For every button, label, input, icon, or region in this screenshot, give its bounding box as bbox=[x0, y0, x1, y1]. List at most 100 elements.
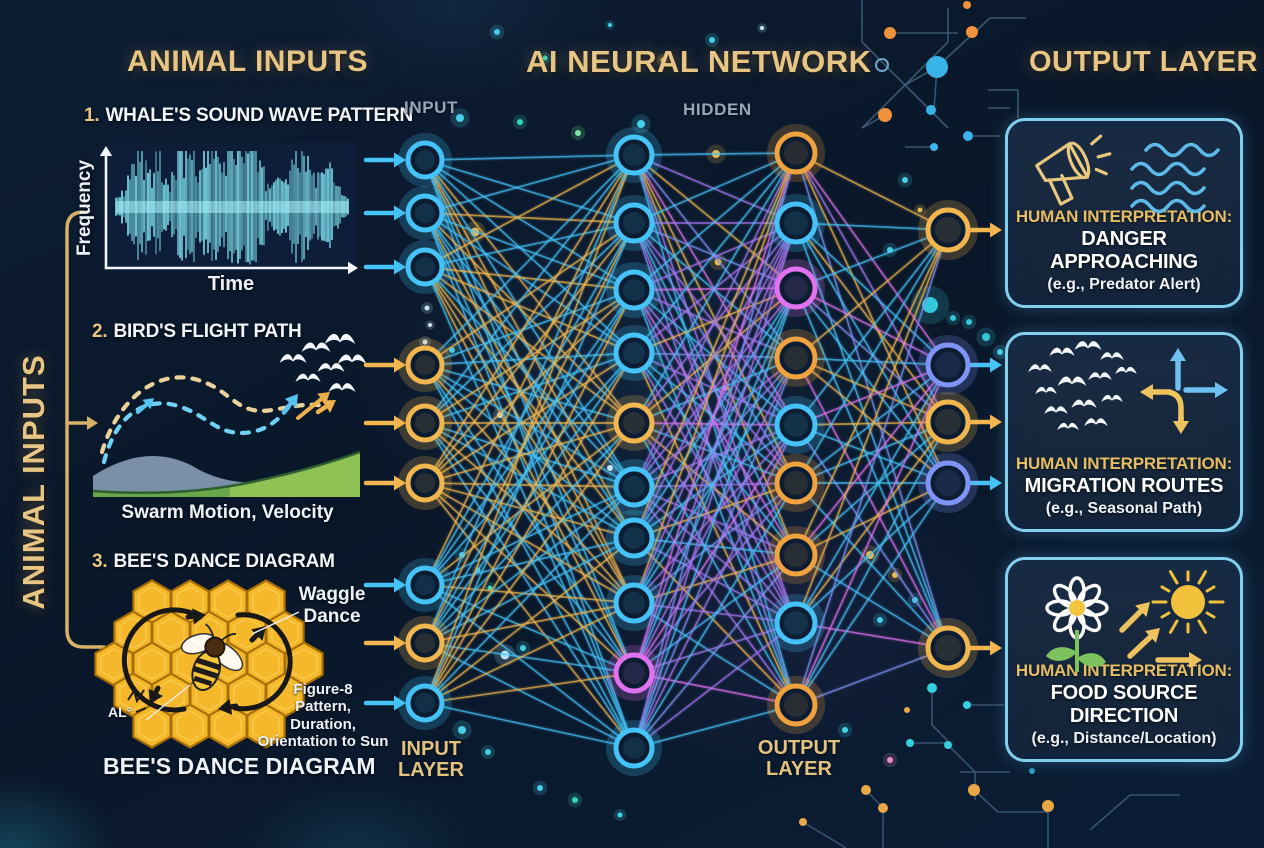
hidden-layer-2-node-8 bbox=[767, 594, 825, 652]
input-layer-node-5 bbox=[398, 396, 452, 450]
hidden-layer-2-nodes bbox=[767, 124, 825, 734]
bird-flock-icon bbox=[1028, 341, 1137, 430]
hidden-top-label: HIDDEN bbox=[683, 100, 752, 119]
figure8-pattern-label: Figure-8 Pattern, Duration, Orientation … bbox=[257, 681, 389, 750]
hidden-layer-2-node-5 bbox=[767, 396, 825, 454]
dance-path-arrows bbox=[121, 607, 293, 715]
ai-neural-network-header: AI NEURAL NETWORK bbox=[526, 44, 872, 79]
output-box-food: HUMAN INTERPRETATION: FOOD SOURCE DIRECT… bbox=[1005, 557, 1243, 762]
bird-flight-illustration bbox=[92, 333, 367, 497]
circuit-decoration-top-right bbox=[861, 0, 1026, 151]
hidden-layer-1-nodes bbox=[606, 127, 662, 776]
interpretation-subtitle: (e.g., Predator Alert) bbox=[1047, 276, 1201, 293]
input-layer-node-3 bbox=[398, 240, 452, 294]
whale-section-title: 1.WHALE'S SOUND WAVE PATTERN bbox=[84, 105, 413, 126]
input-arrow-2 bbox=[363, 205, 406, 221]
hidden-layer-2-node-2 bbox=[767, 194, 825, 252]
input-layer-node-8 bbox=[398, 616, 452, 670]
output-layer-header: OUTPUT LAYER bbox=[1029, 46, 1258, 78]
interpretation-subtitle: (e.g., Seasonal Path) bbox=[1045, 500, 1203, 517]
input-arrow-6 bbox=[363, 475, 406, 491]
water-waves-icon bbox=[1130, 142, 1220, 214]
hidden-layer-1-node-1 bbox=[606, 127, 662, 183]
flower-icon bbox=[1045, 576, 1109, 672]
bird-caption: Swarm Motion, Velocity bbox=[121, 502, 334, 523]
input-layer-node-7 bbox=[398, 558, 452, 612]
animal-inputs-vertical-label: ANIMAL INPUTS bbox=[16, 354, 51, 610]
waveform-x-axis-label: Time bbox=[207, 273, 255, 295]
interpretation-heading: HUMAN INTERPRETATION: bbox=[1015, 207, 1233, 226]
hidden-layer-2-node-7 bbox=[767, 526, 825, 584]
food-arrows-icon bbox=[1119, 602, 1202, 669]
animal-inputs-bracket bbox=[65, 210, 106, 649]
hidden-layer-2-node-6 bbox=[767, 454, 825, 512]
output-arrow-5 bbox=[967, 640, 1002, 656]
interpretation-title: MIGRATION ROUTES bbox=[1024, 475, 1224, 497]
output-box-danger: HUMAN INTERPRETATION: DANGER APPROACHING… bbox=[1005, 118, 1243, 308]
input-layer-node-2 bbox=[398, 186, 452, 240]
output-box-danger-text: HUMAN INTERPRETATION: DANGER APPROACHING… bbox=[1008, 207, 1240, 294]
output-box-migration-text: HUMAN INTERPRETATION: MIGRATION ROUTES (… bbox=[1008, 454, 1240, 518]
hidden-layer-2-node-3 bbox=[767, 259, 825, 317]
hidden-layer-1-node-6 bbox=[606, 459, 662, 515]
bird-section-number: 2. bbox=[92, 321, 108, 342]
interpretation-title: DANGER APPROACHING bbox=[1050, 228, 1198, 273]
bee-caption: BEE'S DANCE DIAGRAM bbox=[103, 753, 376, 779]
input-layer-node-6 bbox=[398, 456, 452, 510]
hidden-layer-1-node-7 bbox=[606, 510, 662, 566]
input-layer-bottom-label: INPUT LAYER bbox=[398, 738, 464, 782]
input-arrow-9 bbox=[363, 695, 406, 711]
megaphone-icon bbox=[1035, 134, 1112, 206]
output-layer-nodes bbox=[918, 200, 978, 678]
output-box-food-text: HUMAN INTERPRETATION: FOOD SOURCE DIRECT… bbox=[1008, 661, 1240, 748]
input-arrow-7 bbox=[363, 577, 406, 593]
bird-section-title: 2.BIRD'S FLIGHT PATH bbox=[92, 321, 302, 342]
hidden-layer-2-node-1 bbox=[767, 124, 825, 182]
input-layer-nodes bbox=[398, 133, 452, 730]
whale-section-number: 1. bbox=[84, 105, 100, 126]
bee-note-label: AL° bbox=[108, 704, 133, 720]
hidden-layer-1-node-10 bbox=[606, 720, 662, 776]
output-box-migration: HUMAN INTERPRETATION: MIGRATION ROUTES (… bbox=[1005, 332, 1243, 532]
direction-arrows-icon bbox=[1140, 348, 1228, 434]
output-layer-node-1 bbox=[918, 200, 978, 260]
bee-section-title: 3.BEE'S DANCE DIAGRAM bbox=[92, 551, 335, 572]
output-layer-node-5 bbox=[918, 618, 978, 678]
output-arrow-4 bbox=[967, 475, 1002, 491]
whale-waveform-chart bbox=[99, 142, 358, 275]
interpretation-title: FOOD SOURCE DIRECTION bbox=[1050, 682, 1198, 727]
annotation-lines bbox=[127, 611, 300, 721]
waveform-axes bbox=[99, 146, 358, 275]
interpretation-heading: HUMAN INTERPRETATION: bbox=[1015, 661, 1233, 680]
output-layer-node-4 bbox=[918, 453, 978, 513]
hidden-layer-1-node-2 bbox=[606, 195, 662, 251]
input-arrow-5 bbox=[363, 415, 406, 431]
input-arrow-3 bbox=[363, 259, 406, 275]
output-layer-bottom-label: OUTPUT LAYER bbox=[757, 737, 841, 781]
waggle-dance-label: Waggle Dance bbox=[298, 584, 366, 627]
bee-icon bbox=[180, 623, 244, 692]
waveform-y-axis-label: Frequency bbox=[74, 159, 95, 257]
input-layer-node-1 bbox=[398, 133, 452, 187]
input-layer-node-4 bbox=[398, 338, 452, 392]
input-arrow-4 bbox=[363, 357, 406, 373]
hidden-layer-1-node-9 bbox=[606, 645, 662, 701]
output-arrow-2 bbox=[967, 357, 1002, 373]
output-layer-node-2 bbox=[918, 335, 978, 395]
sun-icon bbox=[1151, 570, 1225, 634]
hidden-layer-2-node-9 bbox=[767, 676, 825, 734]
interpretation-subtitle: (e.g., Distance/Location) bbox=[1031, 730, 1217, 747]
bee-section-number: 3. bbox=[92, 551, 108, 572]
hidden-layer-1-node-5 bbox=[606, 395, 662, 451]
bird-icons bbox=[279, 333, 367, 392]
interpretation-heading: HUMAN INTERPRETATION: bbox=[1015, 454, 1233, 473]
output-arrow-3 bbox=[967, 414, 1002, 430]
circuit-decoration-bottom-right bbox=[799, 683, 1180, 848]
nn-arrows bbox=[363, 152, 1002, 711]
output-arrow-1 bbox=[967, 222, 1002, 238]
hidden-layer-1-node-8 bbox=[606, 575, 662, 631]
bee-dance-illustration bbox=[94, 579, 324, 749]
hidden-layer-1-node-4 bbox=[606, 325, 662, 381]
